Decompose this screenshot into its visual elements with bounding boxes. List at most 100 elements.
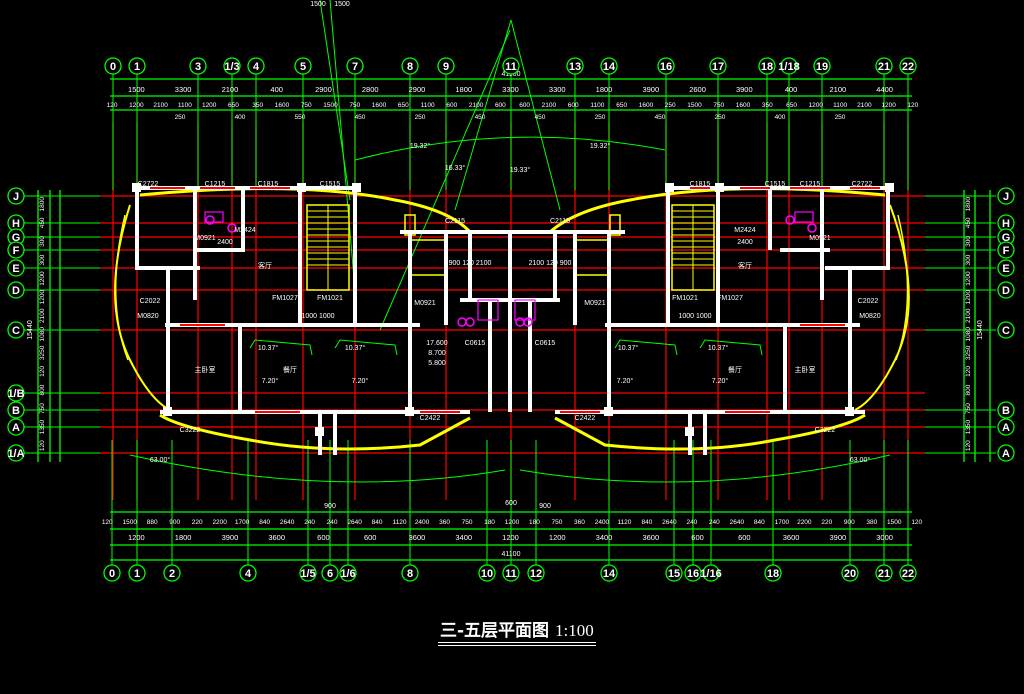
dimension-text: 240 (709, 519, 720, 526)
dimension-text: 1500 (128, 85, 145, 94)
dimension-text: 550 (295, 114, 306, 121)
dimension-text: 840 (754, 519, 765, 526)
axis-bubble (299, 564, 317, 582)
axis-bubble (997, 401, 1015, 419)
outline-left-bay-inner (114, 214, 129, 361)
arc-dimension (519, 454, 891, 483)
outline-bottom-right (554, 413, 866, 451)
axis-bubble (128, 57, 146, 75)
dimension-text: 300 (39, 236, 46, 247)
dimension-text: 3900 (830, 533, 847, 542)
dimension-text: 2100 (965, 308, 972, 323)
axis-label: A (1002, 422, 1010, 434)
dimension-text: 450 (535, 114, 546, 121)
axis-bubble (841, 564, 859, 582)
axis-bubble (339, 564, 357, 582)
outline-right-bay (854, 204, 910, 411)
plan-label: C2422 (420, 415, 441, 422)
axis-bubble (104, 57, 122, 75)
axis-bubble (997, 187, 1015, 205)
axis-label: 22 (902, 568, 914, 580)
axis-label: 8 (407, 568, 413, 580)
plan-label: C1815 (690, 181, 711, 188)
dimension-text: 3250 (965, 345, 972, 360)
axis-bubble (247, 57, 265, 75)
dimension-text: 2100 (469, 102, 484, 109)
plan-label: M2424 (734, 227, 756, 234)
dimension-text: 3300 (549, 85, 566, 94)
column (845, 407, 854, 416)
dimension-text: 300 (39, 254, 46, 265)
axis-label: 1 (134, 568, 140, 580)
axis-label: J (13, 191, 19, 203)
dimension-text: 1080 (965, 327, 972, 342)
plan-label: C0615 (465, 340, 486, 347)
plan-label: 主卧室 (195, 365, 216, 374)
dimension-text: 2600 (689, 85, 706, 94)
plan-label: 主卧室 (795, 365, 816, 374)
dimension-text: 1200 (128, 533, 145, 542)
plan-label: M0921 (809, 235, 831, 242)
plan-label: 7.20° (712, 377, 729, 385)
dimension-text: 220 (192, 519, 203, 526)
dimension-text: 600 (495, 102, 506, 109)
plan-label: 17.600 (426, 340, 448, 347)
bathroom-fixture (514, 299, 536, 321)
axis-label: G (1002, 232, 1011, 244)
plan-label: M0921 (414, 300, 436, 307)
plan-label: FM1021 (672, 295, 698, 302)
axis-bubble (401, 564, 419, 582)
plan-label: 19.32° (410, 142, 431, 150)
dimension-text: 1500 (122, 519, 137, 526)
dimension-text: 3900 (642, 85, 659, 94)
dimension-text: 120 (965, 440, 972, 451)
plan-label: M0820 (137, 313, 159, 320)
column (315, 427, 324, 436)
dimension-text: 3400 (455, 533, 472, 542)
axis-label: F (1003, 245, 1010, 257)
sanitary-fixture (785, 215, 795, 225)
axis-bubble (401, 57, 419, 75)
dimension-text: 3300 (502, 85, 519, 94)
axis-bubble (997, 259, 1015, 277)
dimension-text: 750 (552, 519, 563, 526)
plan-label: 1000 1000 (678, 313, 711, 320)
title-scale: 1:100 (554, 621, 594, 640)
dimension-text: 1120 (393, 519, 407, 526)
dimension-text: 450 (39, 217, 46, 228)
dimension-text: 600 (568, 102, 579, 109)
plan-label: C1215 (800, 181, 821, 188)
axis-label: G (12, 232, 21, 244)
axis-label: 1/5 (300, 568, 315, 580)
dimension-text: 1600 (275, 102, 290, 109)
plan-label: M0820 (859, 313, 881, 320)
axis-bubble (294, 57, 312, 75)
dimension-text: 250 (175, 114, 186, 121)
plan-label: 10.37° (258, 344, 279, 352)
axis-bubble (103, 564, 121, 582)
axis-label: C (12, 325, 20, 337)
column (163, 407, 172, 416)
balcony-outline (574, 239, 611, 276)
axis-label: 1/B (7, 388, 24, 400)
plan-label: C2022 (140, 298, 161, 305)
axis-bubble (709, 57, 727, 75)
axis-bubble (997, 321, 1015, 339)
dimension-text: 840 (372, 519, 383, 526)
axis-label: 4 (245, 568, 252, 580)
dimension-text: 600 (691, 533, 704, 542)
dimension-text: 3600 (783, 533, 800, 542)
plan-label: 900 120 2100 (449, 260, 492, 267)
dimension-text: 1200 (965, 290, 972, 305)
bathroom-fixture (477, 299, 499, 321)
dimension-text: 1800 (39, 197, 46, 212)
fixtures (204, 211, 817, 327)
plan-label: 客厅 (258, 261, 272, 270)
axis-label: B (12, 405, 20, 417)
angle-ray (319, 0, 351, 201)
axis-bubble (764, 564, 782, 582)
dimension-text: 2400 (595, 519, 610, 526)
dimension-text: 120 (107, 102, 118, 109)
plan-label: C1515 (765, 181, 786, 188)
